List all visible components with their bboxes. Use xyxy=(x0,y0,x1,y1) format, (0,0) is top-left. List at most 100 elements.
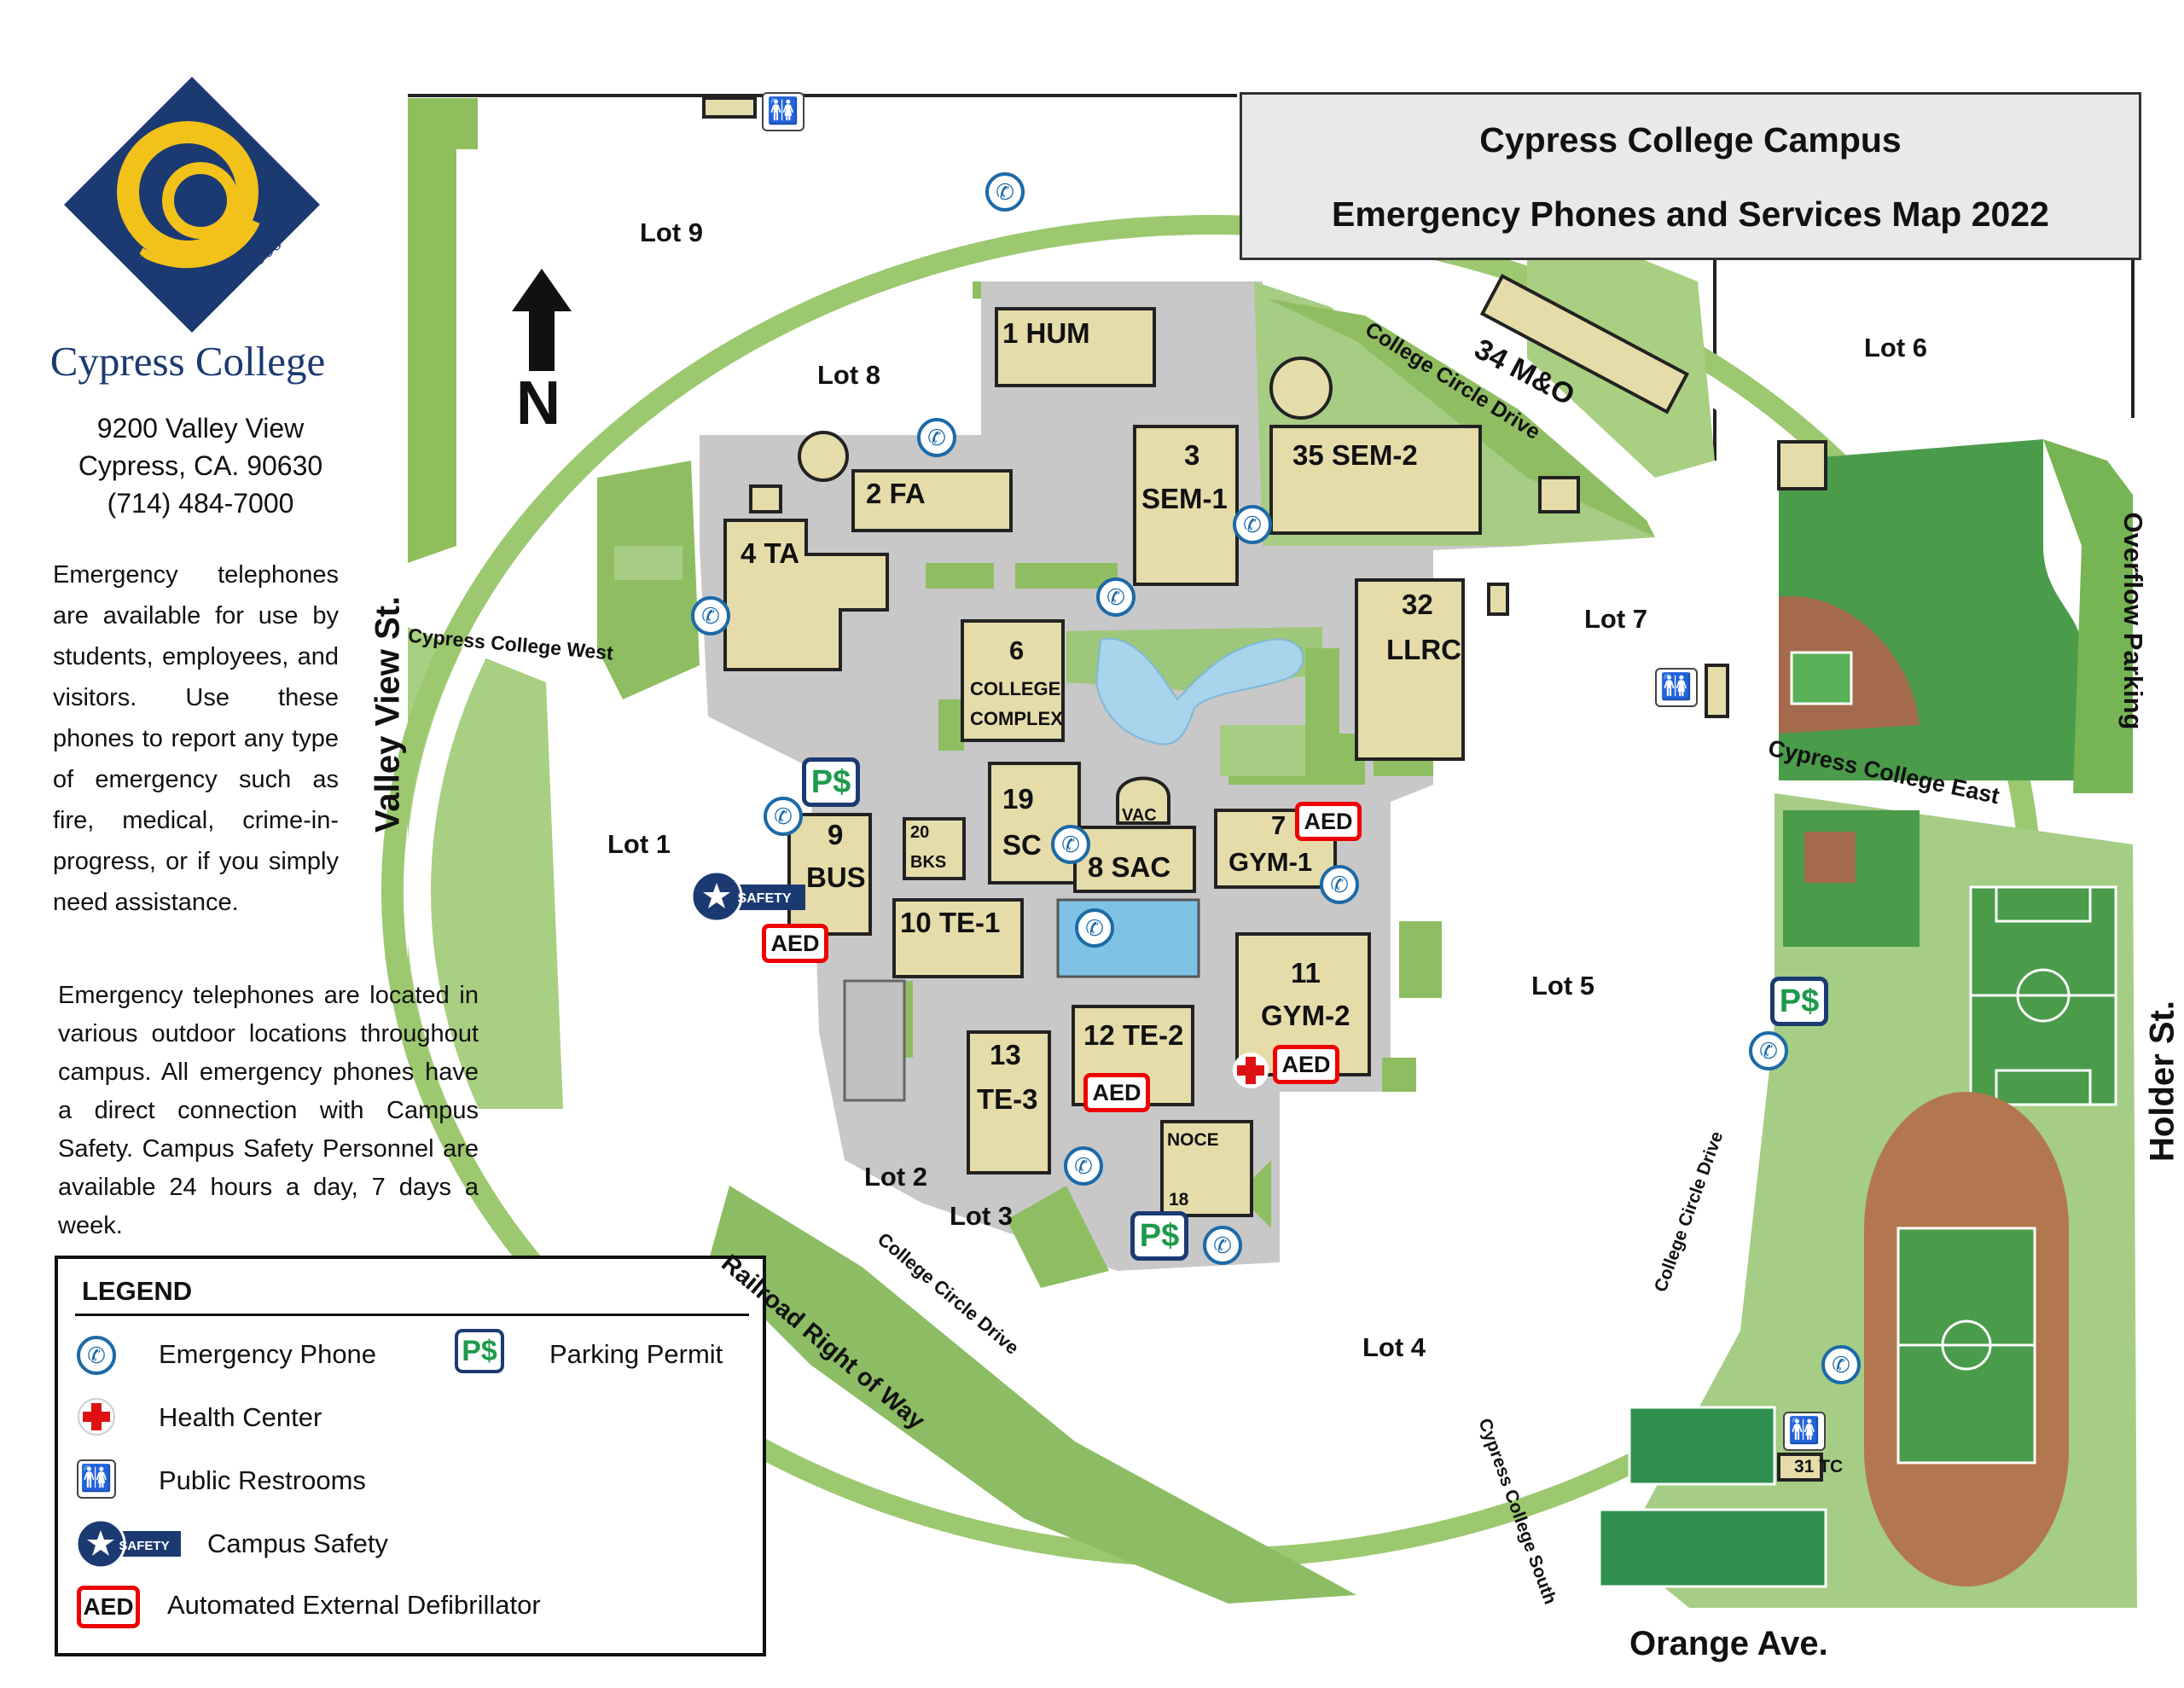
legend-phone-icon: ✆ xyxy=(75,1334,118,1381)
bldg-tc xyxy=(1777,1453,1823,1482)
bldg-sem1-label: SEM-1 xyxy=(1141,483,1228,514)
legend-aed-label: Automated External Defibrillator xyxy=(167,1590,541,1620)
north-arrow xyxy=(512,269,572,371)
green-lot9-strip xyxy=(973,281,981,299)
emergency-phone-marker: ✆ xyxy=(1073,907,1116,954)
baseball-field xyxy=(1779,439,2133,793)
overflow-parking-label: Overflow Parking xyxy=(2118,512,2148,730)
bldg-mo xyxy=(1479,273,1690,415)
bldg-gym2-num: 11 xyxy=(1291,957,1321,989)
emergency-phone-marker: ✆ xyxy=(762,795,804,842)
svg-text:✆: ✆ xyxy=(927,426,946,451)
permit-marker-lot5: P$ xyxy=(1770,977,1828,1026)
aed-marker-gym2: AED xyxy=(1273,1045,1339,1084)
bldg-llrc-num: 32 xyxy=(1402,589,1433,620)
street-orange: Orange Ave. xyxy=(1629,1625,1828,1662)
college-logo: Est. 1966 xyxy=(60,73,324,337)
bldg-hum xyxy=(995,307,1156,387)
green-southwest xyxy=(708,1186,1356,1604)
bldg-bks-label: BKS xyxy=(910,853,947,872)
description-paragraph-2: Emergency telephones are located in vari… xyxy=(58,982,479,1239)
bldg-noce xyxy=(1160,1120,1253,1217)
aed-marker-bus: AED xyxy=(762,924,828,963)
emergency-phone-marker: ✆ xyxy=(1095,576,1137,623)
legend-restroom-label: Public Restrooms xyxy=(159,1465,366,1495)
svg-text:✆: ✆ xyxy=(774,804,793,830)
bldg-baseball-small xyxy=(1777,440,1827,490)
bldg-tc-label: 31 TC xyxy=(1794,1457,1844,1476)
bldg-te3-num: 13 xyxy=(990,1039,1021,1070)
bldg-noce-num: 18 xyxy=(1169,1190,1189,1209)
emergency-phone-marker: ✆ xyxy=(1049,823,1092,870)
bldg-bus-num: 9 xyxy=(828,819,844,850)
emergency-phone-marker: ✆ xyxy=(1747,1030,1790,1076)
svg-text:✆: ✆ xyxy=(87,1343,106,1369)
bldg-sc-label: SC xyxy=(1002,829,1042,861)
emergency-phone-marker: ✆ xyxy=(984,171,1026,218)
bldg-sem2 xyxy=(1269,425,1482,535)
bldg-te1 xyxy=(892,898,1024,978)
bldg-noce-label: NOCE xyxy=(1167,1130,1219,1150)
bldg-cc-num: 6 xyxy=(1009,635,1025,665)
safety-marker-text: SAFETY xyxy=(737,891,791,906)
title-box: Cypress College Campus Emergency Phones … xyxy=(1240,92,2141,260)
bldg-fa-round xyxy=(798,431,849,482)
legend-safety-label: Campus Safety xyxy=(207,1528,388,1558)
lot-9: Lot 9 xyxy=(640,218,704,247)
bldg-cc xyxy=(961,619,1065,742)
bldg-gym1-num: 7 xyxy=(1271,810,1287,840)
bldg-bks-num: 20 xyxy=(910,823,930,842)
bldg-ta-label: 4 TA xyxy=(741,537,800,569)
tennis-courts xyxy=(1598,1406,1827,1588)
svg-text:✆: ✆ xyxy=(1085,916,1104,942)
bldg-hum-label: 1 HUM xyxy=(1002,317,1090,349)
legend-aed-icon: AED xyxy=(77,1586,140,1628)
street-holder: Holder St. xyxy=(2143,1001,2181,1162)
lake xyxy=(1095,637,1304,745)
legend: LEGEND ✆ Emergency Phone P$ Parking Perm… xyxy=(55,1256,766,1656)
bldg-small-a xyxy=(749,484,782,513)
address-line-2: Cypress, CA. 90630 xyxy=(78,450,323,481)
legend-phone-label: Emergency Phone xyxy=(159,1339,377,1369)
bldg-sem1 xyxy=(1133,425,1239,586)
safety-marker: SAFETY xyxy=(689,870,809,927)
bldg-llrc xyxy=(1355,578,1465,761)
permit-marker-noce: P$ xyxy=(1130,1211,1188,1261)
green-strip-left xyxy=(408,98,456,563)
bldg-restroom-east xyxy=(1705,664,1729,718)
bldg-vac xyxy=(1116,776,1170,825)
street-valley-view: Valley View St. xyxy=(369,595,407,833)
bldg-sac-label: 8 SAC xyxy=(1088,851,1171,883)
bldg-ta xyxy=(723,519,889,671)
svg-text:✆: ✆ xyxy=(1107,585,1125,611)
bldg-cc-l1: COLLEGE xyxy=(970,678,1061,699)
lot-8: Lot 8 xyxy=(817,360,881,390)
bldg-bks xyxy=(903,817,966,880)
aed-marker-gym1: AED xyxy=(1295,802,1362,841)
lot-3: Lot 3 xyxy=(950,1201,1014,1231)
bldg-bus xyxy=(787,813,872,936)
svg-text:✆: ✆ xyxy=(996,180,1014,206)
emergency-phone-marker: ✆ xyxy=(915,416,958,463)
bldg-gym1-label: GYM-1 xyxy=(1228,847,1313,877)
svg-text:✆: ✆ xyxy=(1832,1353,1850,1378)
bldg-fa xyxy=(851,469,1013,532)
bldg-te1-label: 10 TE-1 xyxy=(900,907,1001,938)
legend-safety-text: SAFETY xyxy=(119,1539,169,1553)
emergency-phone-marker: ✆ xyxy=(689,595,732,641)
title-line-2: Emergency Phones and Services Map 2022 xyxy=(1332,194,2049,234)
lot-6: Lot 6 xyxy=(1864,333,1928,363)
lot-2: Lot 2 xyxy=(864,1162,928,1192)
aed-marker-te2: AED xyxy=(1083,1073,1150,1112)
emergency-phone-marker: ✆ xyxy=(1231,503,1274,550)
legend-permit-label: Parking Permit xyxy=(549,1339,723,1369)
restroom-marker-lot9: 🚻 xyxy=(762,92,804,131)
lot-5: Lot 5 xyxy=(1531,971,1595,1001)
address-phone: (714) 484-7000 xyxy=(107,488,294,519)
bldg-cc-l2: COMPLEX xyxy=(970,708,1063,729)
permit-marker-bus: P$ xyxy=(802,757,860,807)
legend-safety-icon: SAFETY xyxy=(73,1517,184,1573)
bldg-llrc-label: LLRC xyxy=(1386,634,1461,665)
college-name: Cypress College xyxy=(49,338,326,385)
legend-restroom-icon: 🚻 xyxy=(77,1459,116,1499)
